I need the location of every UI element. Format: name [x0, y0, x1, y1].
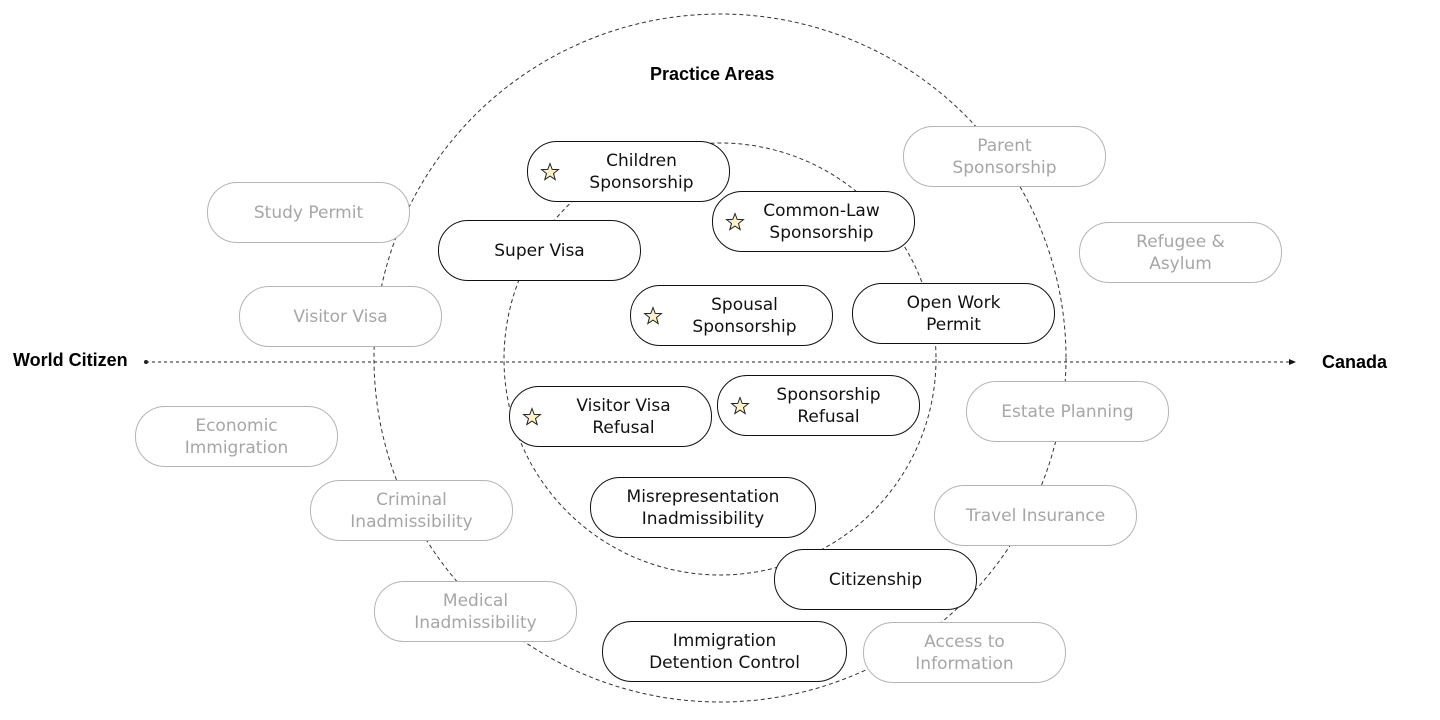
practice-area-label: Refugee & Asylum: [1136, 231, 1225, 274]
practice-area-refugee-asylum[interactable]: Refugee & Asylum: [1079, 222, 1282, 283]
star-icon: [725, 211, 745, 231]
axis-label-canada: Canada: [1322, 352, 1388, 372]
practice-area-label: Visitor Visa: [293, 306, 388, 327]
practice-area-immigration-detention-control[interactable]: Immigration Detention Control: [602, 621, 847, 682]
inner-circle: [503, 142, 937, 576]
practice-area-travel-insurance[interactable]: Travel Insurance: [934, 485, 1137, 546]
star-icon: [522, 406, 542, 426]
outer-circle: [373, 13, 1067, 703]
practice-area-label: Citizenship: [828, 569, 923, 590]
practice-area-open-work-permit[interactable]: Open Work Permit: [852, 283, 1055, 344]
practice-area-children-sponsorship[interactable]: Children Sponsorship: [527, 141, 730, 202]
practice-area-label: Immigration Detention Control: [649, 630, 800, 673]
practice-area-access-to-information[interactable]: Access to Information: [863, 622, 1066, 683]
practice-area-misrepresentation-inadmissibility[interactable]: Misrepresentation Inadmissibility: [590, 477, 816, 538]
practice-area-sponsorship-refusal[interactable]: Sponsorship Refusal: [717, 375, 920, 436]
practice-area-estate-planning[interactable]: Estate Planning: [966, 381, 1169, 442]
practice-area-label: Children Sponsorship: [589, 150, 694, 193]
practice-area-label: Visitor Visa Refusal: [576, 395, 671, 438]
practice-area-visitor-visa-refusal[interactable]: Visitor Visa Refusal: [509, 386, 712, 447]
practice-area-economic-immigration[interactable]: Economic Immigration: [135, 406, 338, 467]
practice-area-label: Medical Inadmissibility: [414, 590, 537, 633]
practice-area-study-permit[interactable]: Study Permit: [207, 182, 410, 243]
practice-area-super-visa[interactable]: Super Visa: [438, 220, 641, 281]
axis-label-world-citizen: World Citizen: [13, 350, 128, 370]
practice-area-common-law-sponsorship[interactable]: Common-Law Sponsorship: [712, 191, 915, 252]
practice-area-label: Misrepresentation Inadmissibility: [626, 486, 780, 529]
practice-area-parent-sponsorship[interactable]: Parent Sponsorship: [903, 126, 1106, 187]
practice-area-label: Parent Sponsorship: [952, 135, 1057, 178]
practice-area-label: Spousal Sponsorship: [692, 294, 797, 337]
practice-area-label: Access to Information: [915, 631, 1014, 674]
practice-area-label: Travel Insurance: [965, 505, 1106, 526]
star-icon: [540, 161, 560, 181]
practice-area-label: Study Permit: [253, 202, 364, 223]
practice-area-label: Sponsorship Refusal: [776, 384, 881, 427]
diagram-title: Practice Areas: [650, 64, 775, 84]
practice-area-label: Criminal Inadmissibility: [350, 489, 473, 532]
axis-start-dot: [144, 360, 148, 364]
practice-area-label: Estate Planning: [1001, 401, 1134, 422]
practice-area-criminal-inadmissibility[interactable]: Criminal Inadmissibility: [310, 480, 513, 541]
practice-area-spousal-sponsorship[interactable]: Spousal Sponsorship: [630, 285, 833, 346]
practice-area-medical-inadmissibility[interactable]: Medical Inadmissibility: [374, 581, 577, 642]
practice-area-label: Open Work Permit: [906, 292, 1001, 335]
practice-area-label: Common-Law Sponsorship: [763, 200, 880, 243]
practice-area-visitor-visa[interactable]: Visitor Visa: [239, 286, 442, 347]
practice-area-citizenship[interactable]: Citizenship: [774, 549, 977, 610]
star-icon: [643, 305, 663, 325]
star-icon: [730, 395, 750, 415]
practice-area-label: Super Visa: [494, 240, 585, 261]
practice-area-label: Economic Immigration: [184, 415, 289, 458]
